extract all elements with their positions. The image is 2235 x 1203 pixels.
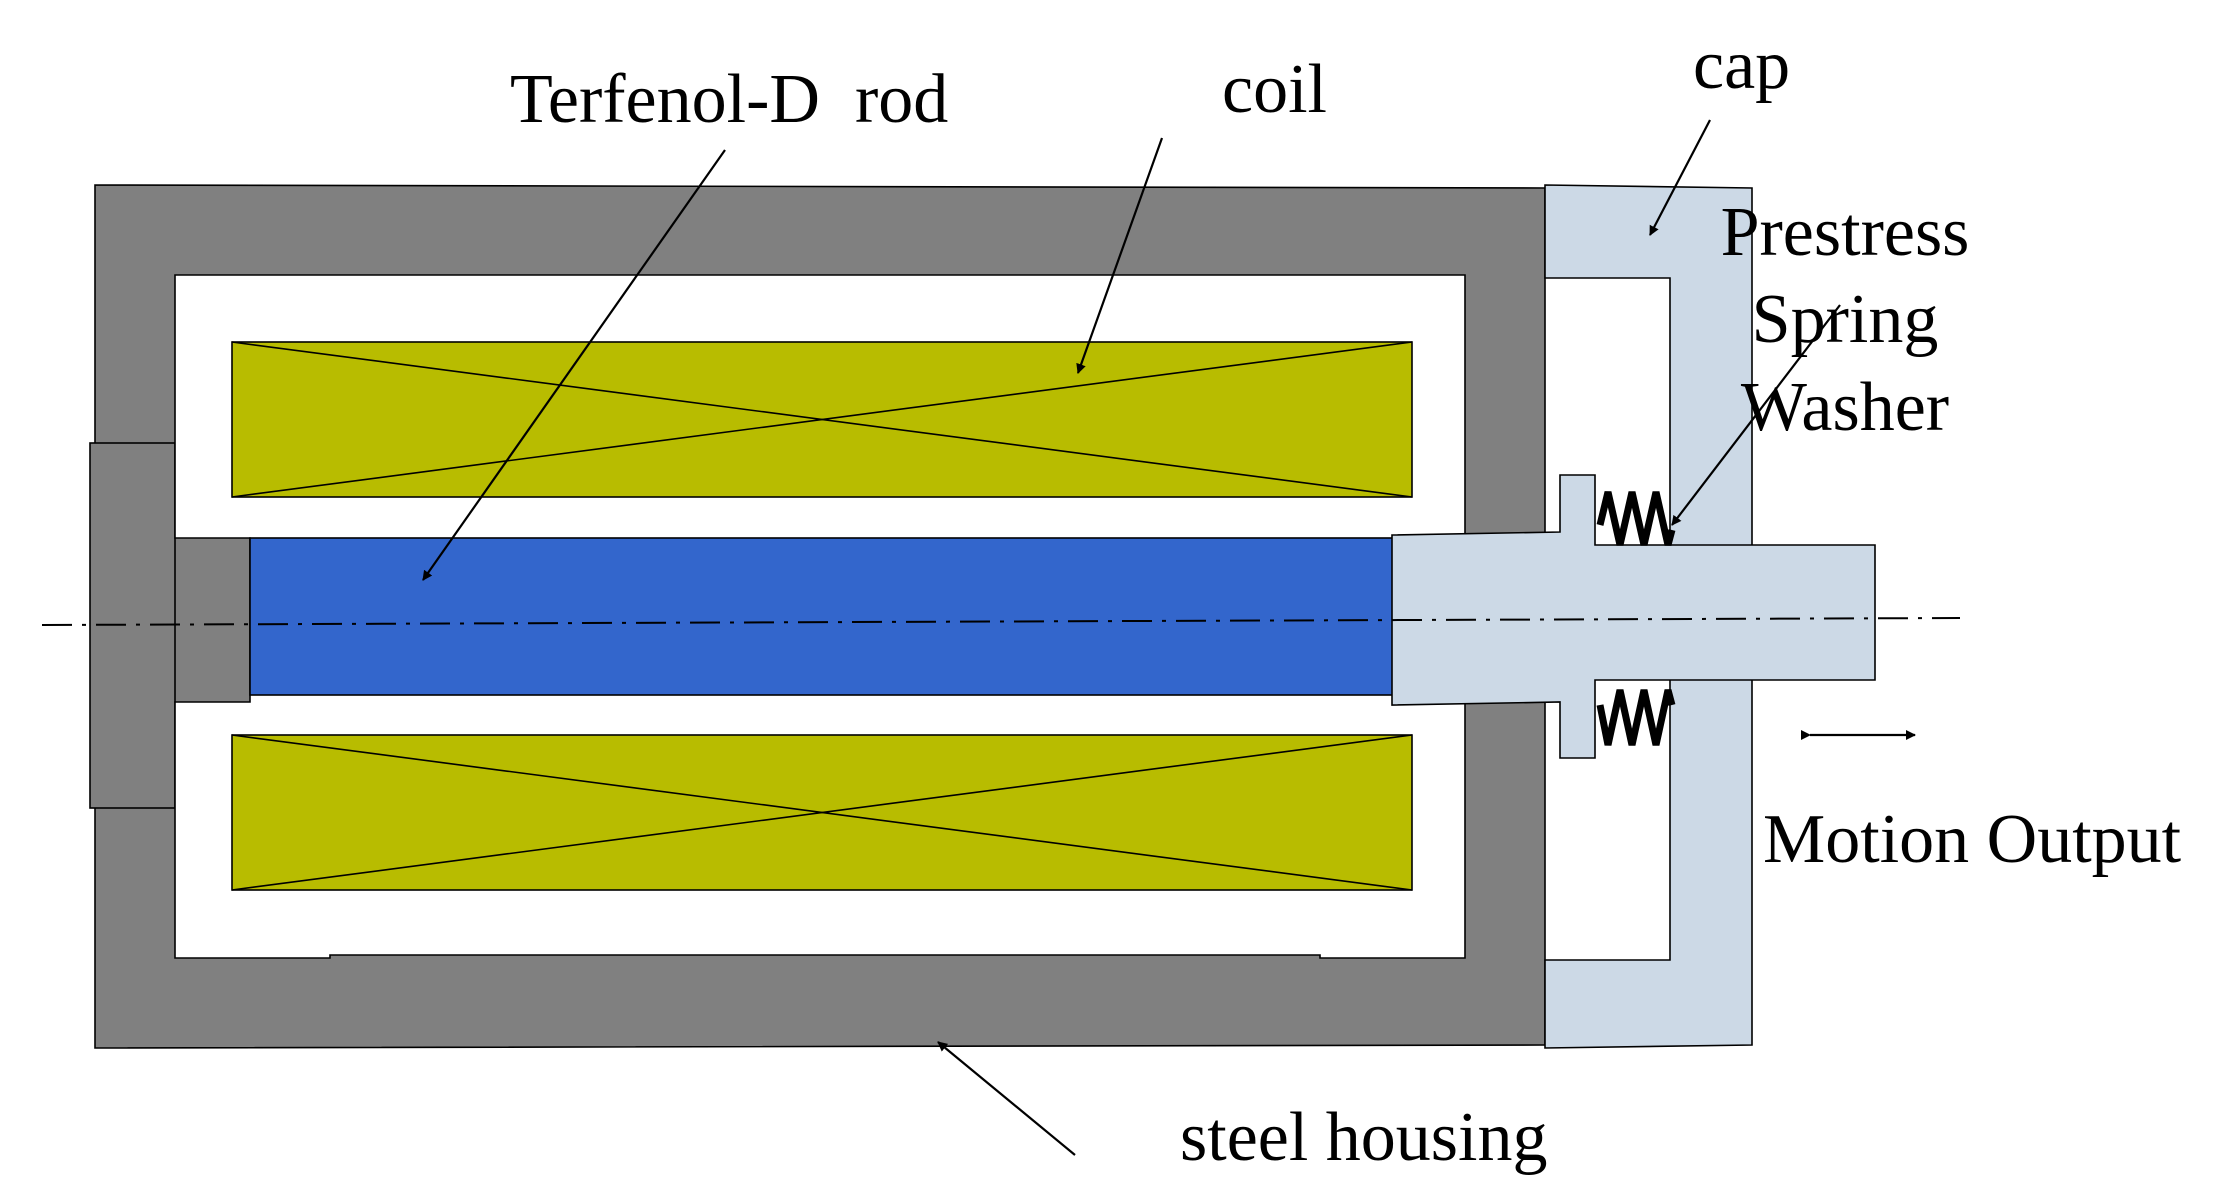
spring-washer-upper xyxy=(1596,491,1676,546)
housing-label: steel housing xyxy=(1180,1099,1547,1176)
motion-output-label: Motion Output xyxy=(1763,801,2182,878)
coil-label: coil xyxy=(1222,51,1327,128)
spring-washer-lower xyxy=(1596,689,1676,746)
coil-leader-arrow xyxy=(1076,137,1164,374)
housing-leader-arrow xyxy=(937,1041,1076,1156)
spring-label-line3: Washer xyxy=(1741,369,1949,446)
cap xyxy=(1544,184,1753,1049)
coil-upper xyxy=(231,341,1413,498)
rod-label: Terfenol-D rod xyxy=(510,61,948,138)
coil-lower xyxy=(231,734,1413,891)
terfenol-d-rod xyxy=(249,537,1403,696)
spring-leader-arrow xyxy=(1671,304,1841,526)
cap-leader-arrow xyxy=(1649,119,1711,236)
output-shaft xyxy=(1391,474,1876,759)
rod-leader-arrow xyxy=(422,149,726,581)
spring-label-line1: Prestress xyxy=(1721,194,1970,271)
cap-label: cap xyxy=(1693,27,1790,104)
center-axis xyxy=(41,617,1961,626)
spring-label-line2: Spring xyxy=(1752,281,1939,358)
